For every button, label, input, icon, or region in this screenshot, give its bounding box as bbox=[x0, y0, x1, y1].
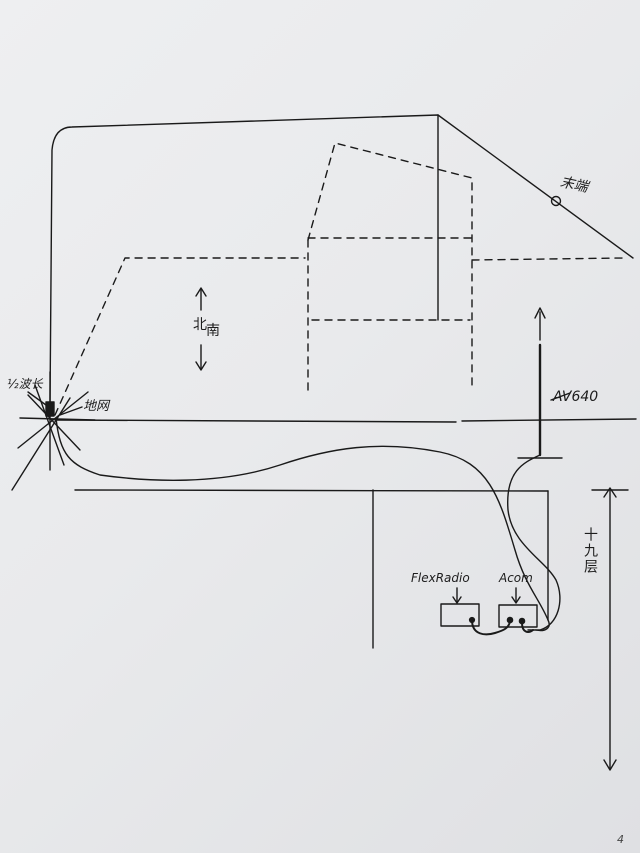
north-arrow bbox=[195, 287, 207, 311]
roof-line bbox=[54, 419, 457, 423]
floor-line bbox=[74, 489, 549, 492]
acom-box bbox=[498, 604, 538, 628]
av640-label: AV640 bbox=[553, 389, 599, 405]
south-label: 南 bbox=[206, 323, 220, 339]
ground-net bbox=[11, 371, 96, 491]
floor-height-arrow bbox=[591, 487, 629, 771]
coax-cable-av640 bbox=[507, 454, 561, 631]
coax-cable-longwire bbox=[55, 417, 550, 632]
acom-pointer bbox=[511, 587, 521, 604]
page-mark: 4 bbox=[617, 833, 624, 846]
south-arrow bbox=[195, 344, 207, 371]
roof-line-right bbox=[461, 418, 637, 422]
building-outline bbox=[54, 142, 624, 416]
radio-amp-cable bbox=[471, 619, 511, 636]
acom-label: Acom bbox=[499, 571, 533, 585]
up-arrow bbox=[534, 307, 546, 341]
half-wave-label: ½波长 bbox=[7, 377, 43, 391]
end-insulator bbox=[550, 195, 562, 207]
floor-label: 十九层 bbox=[582, 527, 598, 575]
long-wire-antenna bbox=[49, 114, 634, 406]
flexradio-box bbox=[440, 603, 480, 627]
ground-net-label: 地网 bbox=[83, 399, 110, 414]
flexradio-pointer bbox=[452, 587, 462, 604]
flexradio-label: FlexRadio bbox=[411, 571, 470, 585]
north-label: 北 bbox=[193, 317, 207, 333]
